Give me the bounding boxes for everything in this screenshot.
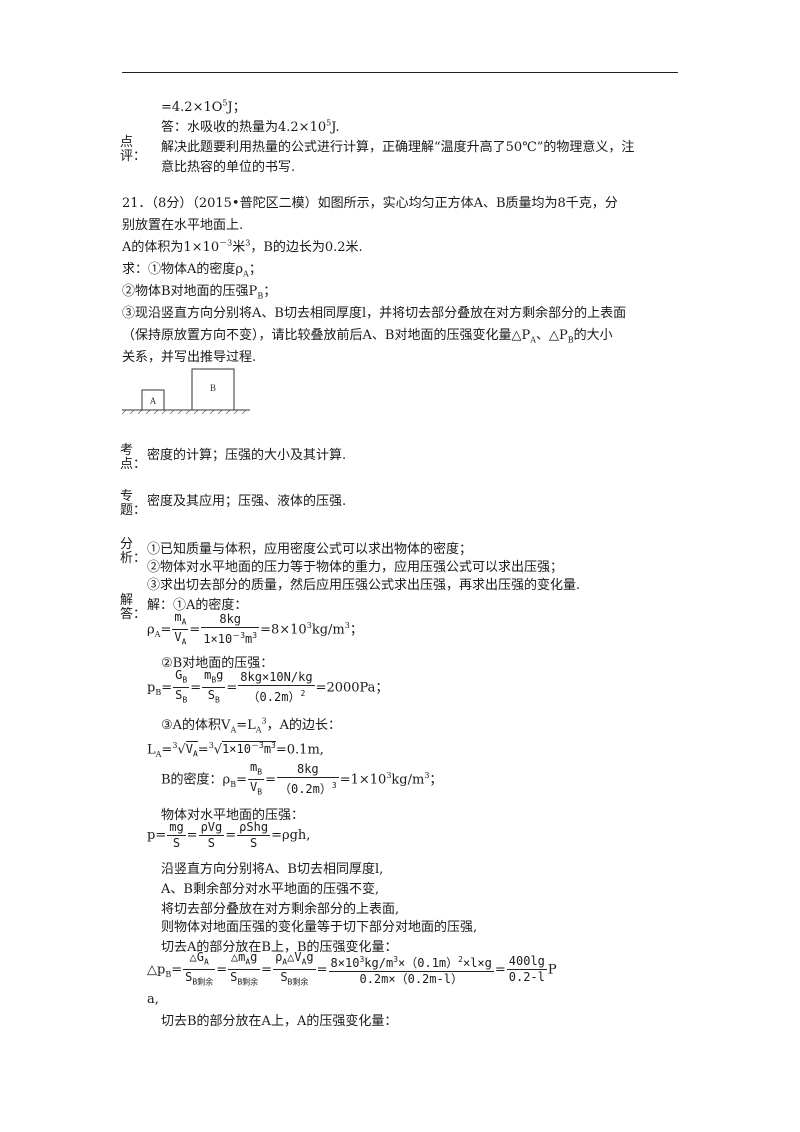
- question-line-2: 别放置在水平地面上.: [122, 218, 244, 233]
- question-line-3: A的体积为1×10－3米3，B的边长为0.2米.: [122, 238, 363, 255]
- jieda-line-11: a,: [147, 992, 159, 1007]
- cube-b: [191, 368, 235, 411]
- question-line-8: 关系，并写出推导过程.: [122, 350, 257, 365]
- question-line-1: 21．（8分）（2015•普陀区二模）如图所示，实心均匀正方体A、B质量均为8千…: [122, 196, 618, 211]
- edge-a-equation: LA=3√VA=3√1×10－3m3=0.1m,: [147, 741, 324, 759]
- question-line-4: 求：①物体A的密度ρA；: [122, 262, 262, 279]
- zhuanti-text: 密度及其应用；压强、液体的压强.: [147, 494, 347, 509]
- jieda-side-label: 解答：: [120, 593, 147, 622]
- header-rule: [122, 72, 678, 73]
- jieda-line-7: A、B剩余部分对水平地面的压强不变,: [161, 882, 380, 897]
- jieda-line-10: 切去A的部分放在B上，B的压强变化量：: [161, 940, 398, 955]
- fenxi-line-1: ①已知质量与体积，应用密度公式可以求出物体的密度；: [147, 542, 473, 557]
- fenxi-side-label: 分析：: [120, 537, 147, 566]
- question-line-7: （保持原放置方向不变），请比较叠放前后A、B对地面的压强变化量△PA、△PB的大…: [122, 328, 613, 345]
- jieda-line-2: ②B对地面的压强：: [161, 656, 274, 671]
- fenxi-line-3: ③求出切去部分的质量，然后应用压强公式求出压强，再求出压强的变化量.: [147, 578, 581, 593]
- prev-answer-line-2: 答：水吸收的热量为4.2×105J.: [161, 118, 340, 135]
- jieda-line-1: 解：①A的密度：: [147, 598, 248, 613]
- jieda-line-5: 物体对水平地面的压强：: [161, 808, 305, 823]
- question-line-6: ③现沿竖直方向分别将A、B切去相同厚度l，并将切去部分叠放在对方剩余部分的上表面: [122, 306, 627, 321]
- cube-b-label: B: [210, 383, 216, 393]
- comment-line-1: 解决此题要利用热量的公式进行计算，正确理解“温度升高了50℃”的物理意义，注: [161, 140, 635, 155]
- kaodian-side-label: 考点：: [120, 443, 147, 472]
- cube-a: [141, 389, 165, 411]
- jieda-line-6: 沿竖直方向分别将A、B切去相同厚度l,: [161, 862, 384, 877]
- zhuanti-side-label: 专题：: [120, 489, 147, 518]
- cube-figure: A B: [121, 368, 250, 415]
- question-line-5: ②物体B对地面的压强PB；: [122, 284, 277, 301]
- jieda-line-3: ③A的体积VA=LA3，A的边长：: [161, 716, 342, 735]
- jieda-line-8: 将切去部分叠放在对方剩余部分的上表面,: [161, 902, 400, 917]
- jieda-line-9: 则物体对地面压强的变化量等于切下部分对地面的压强,: [161, 920, 478, 935]
- kaodian-text: 密度的计算；压强的大小及其计算.: [147, 448, 347, 463]
- fenxi-line-2: ②物体对水平地面的压力等于物体的重力，应用压强公式可以求出压强；: [147, 560, 564, 575]
- prev-answer-line-1: =4.2×1O5J；: [161, 98, 246, 115]
- jieda-line-12: 切去B的部分放在A上，A的压强变化量：: [161, 1014, 398, 1029]
- cube-a-label: A: [150, 396, 157, 406]
- comment-line-2: 意比热容的单位的书写.: [161, 160, 296, 175]
- comment-side-label: 点评：: [120, 135, 147, 164]
